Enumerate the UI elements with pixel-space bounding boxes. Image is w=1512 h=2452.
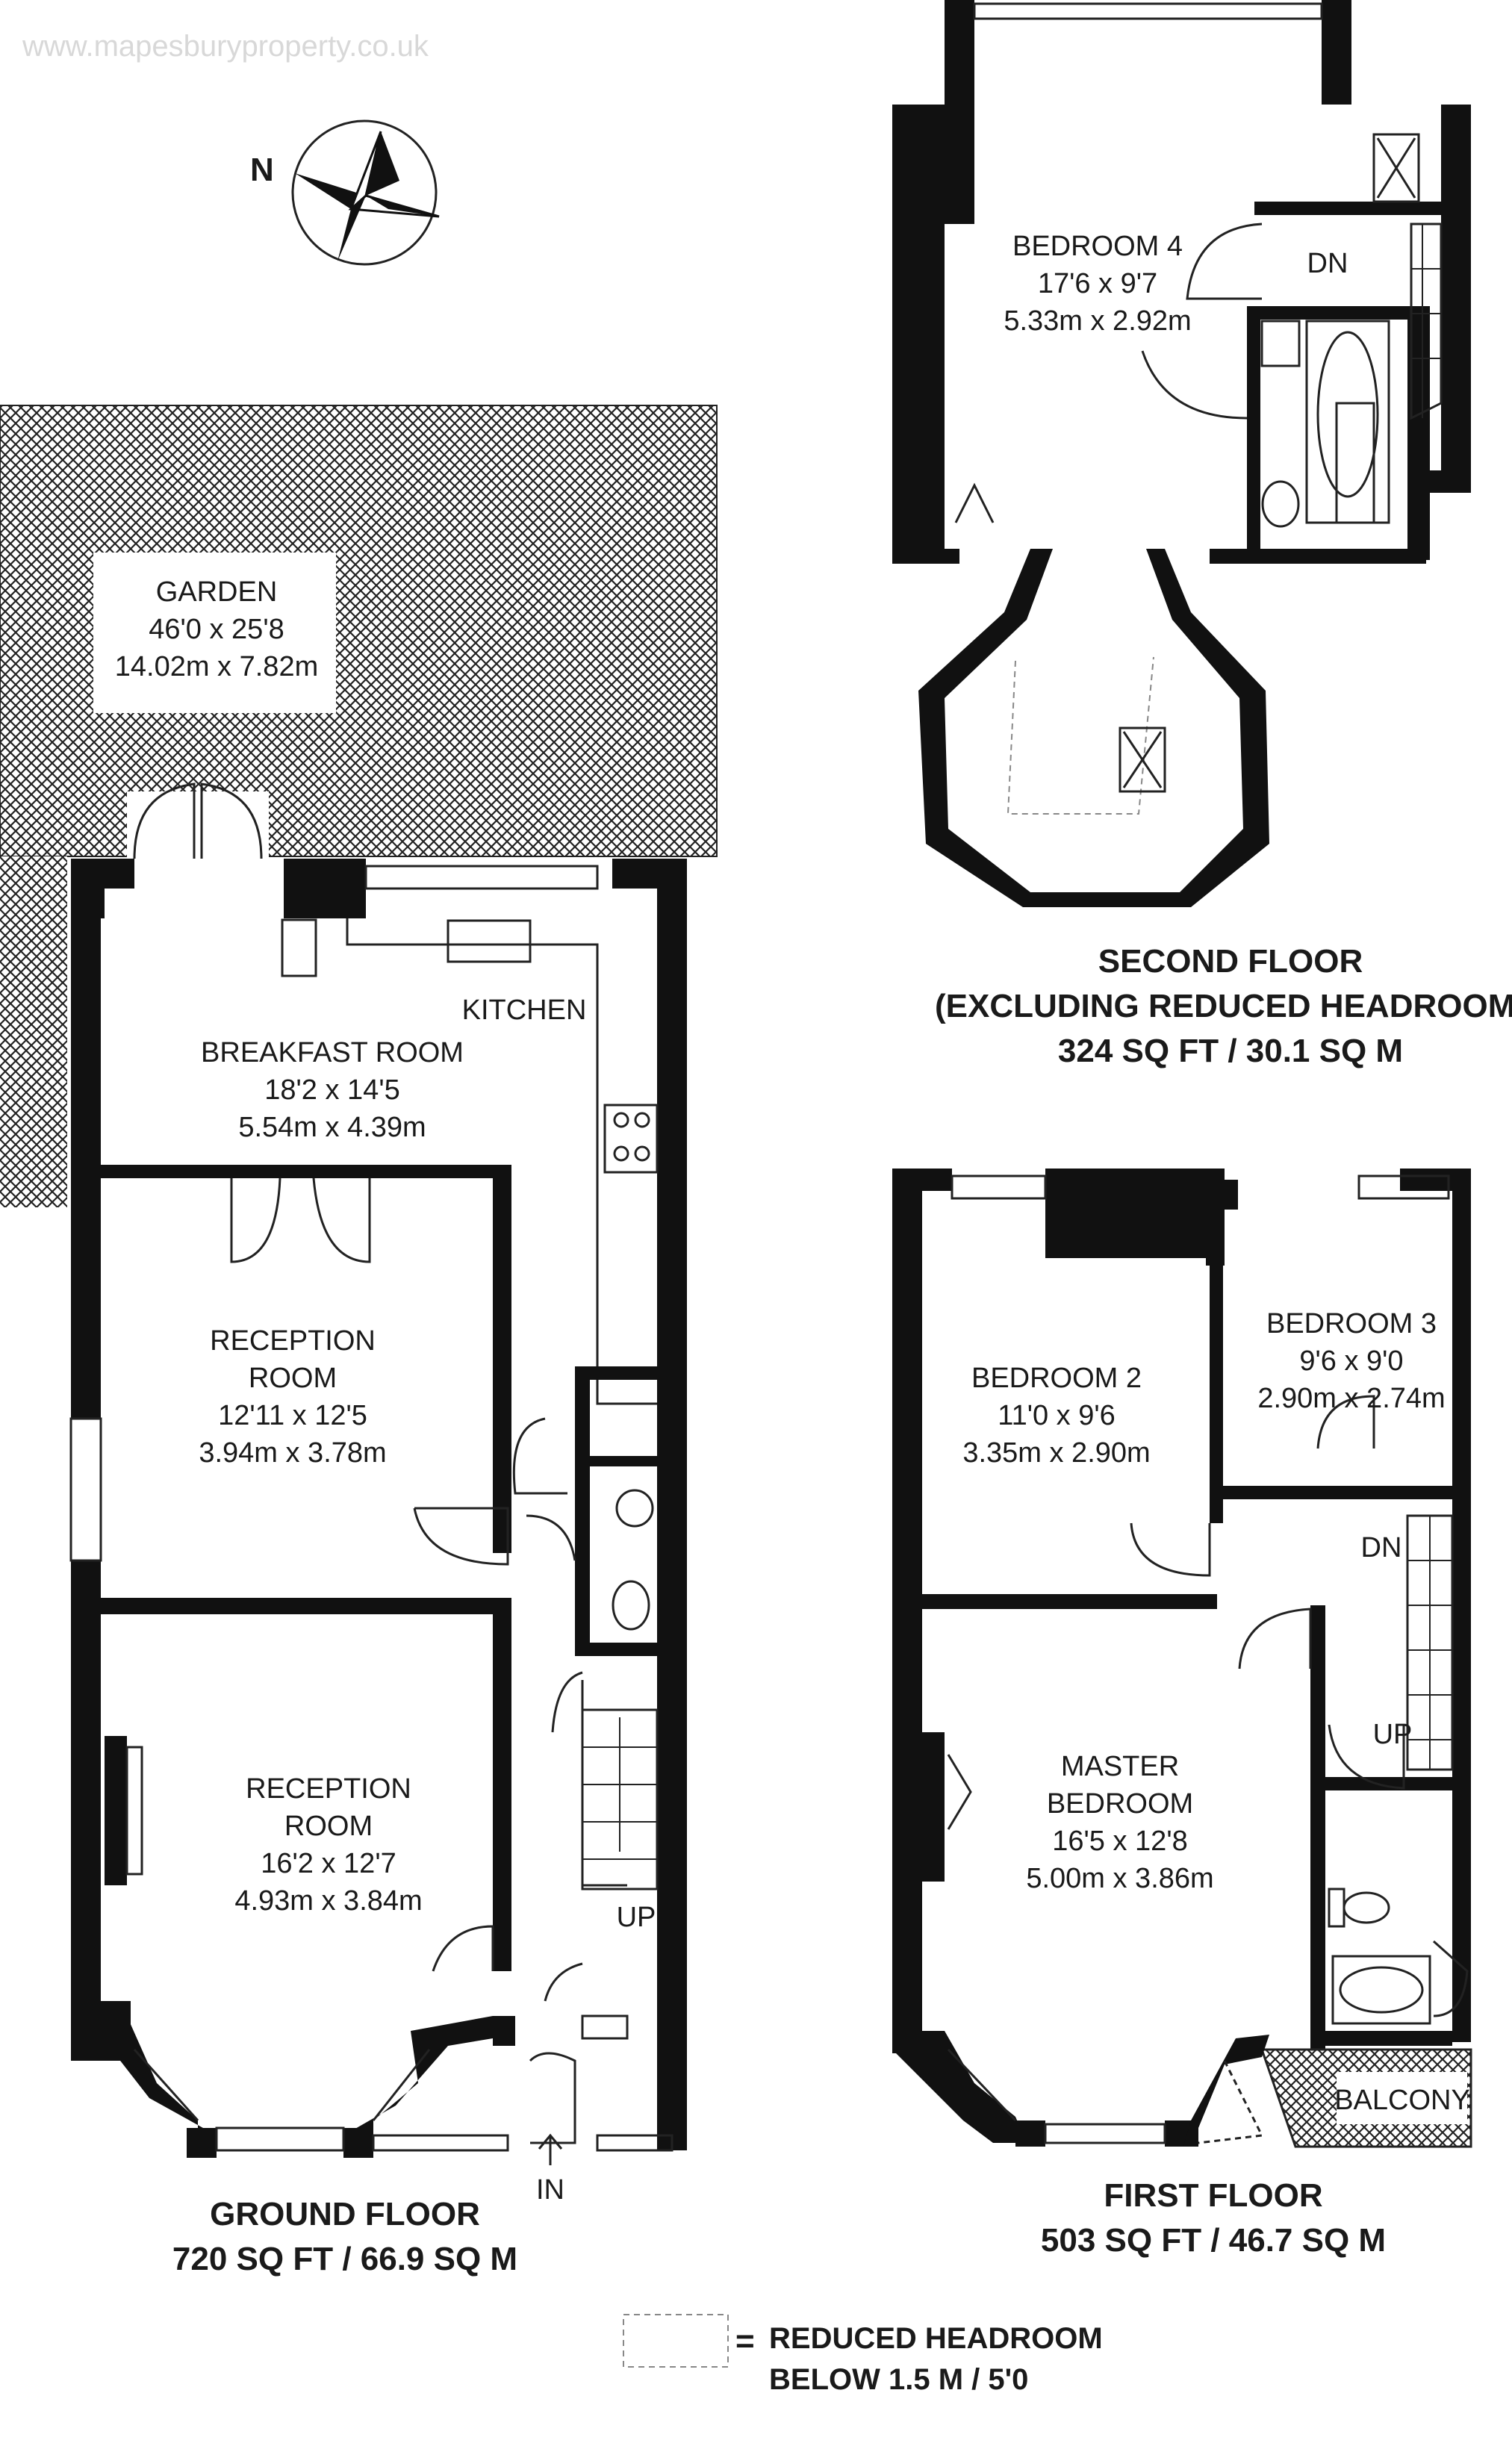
bedroom-4-imperial: 17'6 x 9'7 xyxy=(1038,268,1157,299)
reception-room-2-name-line1: RECEPTION xyxy=(246,1773,411,1805)
master-bedroom-name-line1: MASTER xyxy=(1061,1751,1179,1782)
ground-stairs-up-label: UP xyxy=(617,1902,656,1933)
garden-area xyxy=(0,405,718,857)
reception-room-1-metric: 3.94m x 3.78m xyxy=(199,1437,386,1469)
bedroom-3-name: BEDROOM 3 xyxy=(1266,1308,1437,1339)
first-floor-area: 503 SQ FT / 46.7 SQ M xyxy=(1041,2222,1386,2259)
bedroom-4-name: BEDROOM 4 xyxy=(1012,231,1183,262)
second-floor-title: SECOND FLOOR xyxy=(1098,943,1363,980)
balcony-name: BALCONY xyxy=(1334,2085,1470,2116)
compass-icon xyxy=(291,119,440,266)
bedroom-4-metric: 5.33m x 2.92m xyxy=(1004,305,1191,337)
legend-line1: REDUCED HEADROOM xyxy=(769,2322,1103,2355)
bedroom-2-name: BEDROOM 2 xyxy=(971,1363,1142,1394)
master-bedroom-name-line2: BEDROOM xyxy=(1047,1788,1193,1820)
master-bedroom-metric: 5.00m x 3.86m xyxy=(1026,1863,1213,1894)
bedroom-2-imperial: 11'0 x 9'6 xyxy=(998,1400,1115,1431)
watermark-text: www.mapesburyproperty.co.uk xyxy=(22,30,429,63)
breakfast-room-metric: 5.54m x 4.39m xyxy=(238,1112,426,1143)
garden-name: GARDEN xyxy=(156,576,278,608)
reception-room-1-imperial: 12'11 x 12'5 xyxy=(218,1400,367,1431)
first-stairs-down-label: DN xyxy=(1361,1532,1402,1563)
compass-north-label: N xyxy=(250,152,274,188)
reception-room-2-name-line2: ROOM xyxy=(284,1811,373,1842)
reception-room-1-name-line2: ROOM xyxy=(249,1363,337,1394)
master-bedroom-imperial: 16'5 x 12'8 xyxy=(1052,1826,1187,1857)
ground-floor-area: 720 SQ FT / 66.9 SQ M xyxy=(172,2241,517,2277)
garden-imperial: 46'0 x 25'8 xyxy=(149,614,284,645)
breakfast-room-name: BREAKFAST ROOM xyxy=(201,1037,464,1068)
garden-metric: 14.02m x 7.82m xyxy=(115,651,318,682)
ground-floor-title: GROUND FLOOR xyxy=(210,2196,480,2232)
first-floor-title: FIRST FLOOR xyxy=(1104,2177,1322,2214)
second-stairs-down-label: DN xyxy=(1307,248,1348,279)
legend-equals: = xyxy=(735,2323,755,2359)
legend-line2: BELOW 1.5 M / 5'0 xyxy=(769,2363,1028,2396)
breakfast-room-imperial: 18'2 x 14'5 xyxy=(264,1074,399,1106)
first-floor-plan xyxy=(892,1169,1472,2148)
bedroom-3-imperial: 9'6 x 9'0 xyxy=(1299,1345,1403,1377)
second-floor-plan xyxy=(892,0,1471,907)
bedroom-3-metric: 2.90m x 2.74m xyxy=(1257,1383,1445,1414)
entrance-label: IN xyxy=(536,2174,564,2206)
reception-room-2-metric: 4.93m x 3.84m xyxy=(234,1885,422,1917)
ground-floor-plan xyxy=(0,405,718,2165)
bedroom-2-metric: 3.35m x 2.90m xyxy=(962,1437,1150,1469)
kitchen-name: KITCHEN xyxy=(462,995,587,1026)
reduced-headroom-legend xyxy=(623,2314,729,2368)
reduced-headroom-swatch xyxy=(623,2314,729,2368)
first-stairs-up-label: UP xyxy=(1373,1719,1413,1750)
second-floor-area: 324 SQ FT / 30.1 SQ M xyxy=(1058,1033,1403,1069)
reception-room-1-name-line1: RECEPTION xyxy=(210,1325,376,1357)
second-floor-subtitle: (EXCLUDING REDUCED HEADROOM) xyxy=(935,988,1512,1024)
reception-room-2-imperial: 16'2 x 12'7 xyxy=(261,1848,396,1879)
entrance-arrow-icon xyxy=(538,2133,563,2165)
